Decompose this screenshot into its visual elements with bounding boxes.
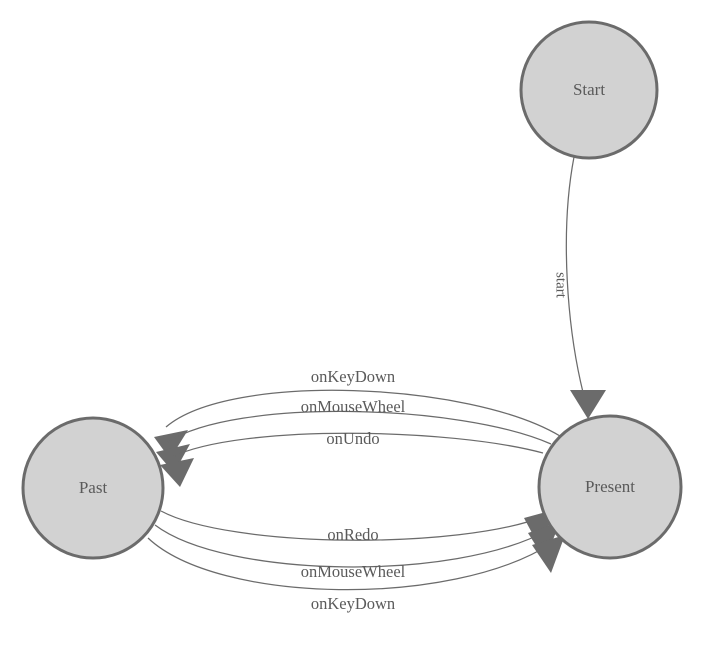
node-past-circle [21, 416, 165, 560]
edge-past-to-present-onmousewheel-arrowhead [528, 522, 560, 560]
edge-past-to-present-onredo-path [160, 510, 546, 541]
edge-present-to-past-onmousewheel-arrowhead [156, 444, 190, 473]
edge-past-to-present-onredo[interactable]: onRedo [160, 509, 557, 546]
node-start-label: Start [573, 80, 605, 99]
edge-past-to-present-onmousewheel-path [154, 524, 549, 568]
node-present[interactable]: Present [537, 414, 683, 560]
node-present-label: Present [585, 477, 635, 496]
edge-past-to-present-onkeydown[interactable]: onKeyDown [147, 535, 565, 613]
edge-label-past-present-onredo: onRedo [327, 525, 378, 544]
edge-past-to-present-onkeydown-arrowhead [532, 535, 565, 573]
edge-present-to-past-onundo[interactable]: onUndo [160, 429, 544, 487]
edge-present-to-past-onundo-arrowhead [160, 458, 194, 487]
edge-label-present-past-onundo: onUndo [326, 429, 379, 448]
node-past[interactable]: Past [21, 416, 165, 560]
node-start-circle [519, 20, 659, 160]
edge-past-to-present-onmousewheel[interactable]: onMouseWheel [154, 522, 560, 581]
node-start[interactable]: Start [519, 20, 659, 160]
edge-past-to-present-onkeydown-path [147, 537, 553, 591]
edge-start-to-present[interactable]: start [553, 156, 606, 419]
edge-present-to-past-onmousewheel-path [167, 410, 552, 445]
edge-label-past-present-onmousewheel: onMouseWheel [301, 562, 406, 581]
edge-present-to-past-onkeydown-path [165, 389, 561, 437]
node-past-label: Past [79, 478, 108, 497]
edge-start-to-present-path [565, 156, 587, 405]
node-present-circle [537, 414, 683, 560]
edge-start-to-present-arrowhead [570, 390, 606, 419]
edge-label-start: start [553, 272, 569, 299]
edge-label-present-past-onkeydown: onKeyDown [311, 367, 395, 386]
edge-present-to-past-onundo-path [171, 432, 544, 458]
edge-present-to-past-onmousewheel[interactable]: onMouseWheel [156, 397, 552, 473]
edge-label-present-past-onmousewheel: onMouseWheel [301, 397, 406, 416]
edge-present-to-past-onkeydown[interactable]: onKeyDown [154, 367, 561, 459]
edge-present-to-past-onkeydown-arrowhead [154, 430, 188, 459]
edge-label-past-present-onkeydown: onKeyDown [311, 594, 395, 613]
